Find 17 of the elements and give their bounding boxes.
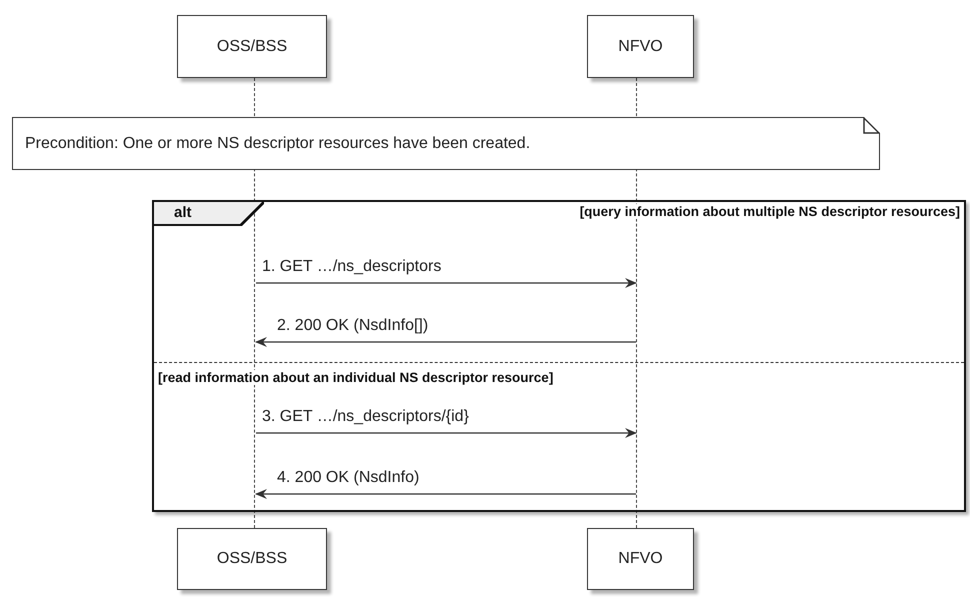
edge-label: 1. GET …/ns_descriptors <box>262 258 442 276</box>
participant-box: OSS/BSS <box>177 15 327 78</box>
note-box <box>12 117 880 170</box>
participant-box: NFVO <box>587 528 694 590</box>
edge-label: 2. 200 OK (NsdInfo[]) <box>277 317 428 335</box>
participant-box: NFVO <box>587 15 694 78</box>
fragment-operator-tab: alt <box>154 202 264 226</box>
message-arrow <box>255 337 636 347</box>
guard-condition: [query information about multiple NS descriptor resources] <box>580 204 960 219</box>
message-arrow <box>256 428 637 438</box>
message-arrow <box>256 278 637 288</box>
edge-label: 4. 200 OK (NsdInfo) <box>277 469 420 487</box>
note-text: Precondition: One or more NS descriptor resources have been created. <box>25 134 530 152</box>
participant-box: OSS/BSS <box>177 528 327 590</box>
guard-condition: [read information about an individual NS descriptor resource] <box>158 370 554 385</box>
edge-label: 3. GET …/ns_descriptors/{id} <box>262 408 469 426</box>
message-arrow <box>255 489 636 499</box>
